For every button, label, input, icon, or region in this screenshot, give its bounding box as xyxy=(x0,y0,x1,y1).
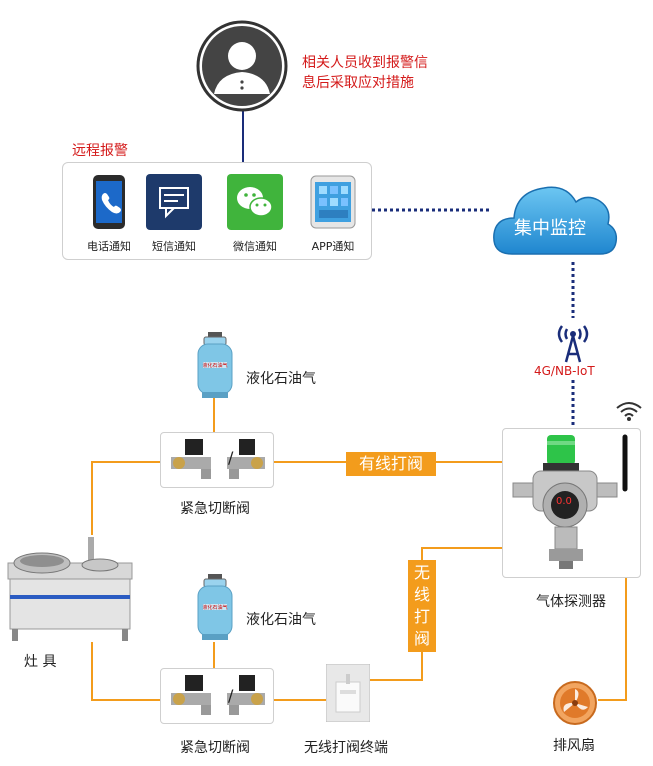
svg-text:液化石油气: 液化石油气 xyxy=(202,362,227,369)
fan-label: 排风扇 xyxy=(553,738,595,754)
wireless-valve-line xyxy=(370,547,502,681)
wireless-valve-char-2: 线 xyxy=(413,585,430,604)
wireless-valve-char-1: 无 xyxy=(413,563,430,582)
sms-icon xyxy=(146,174,202,230)
remote-alarm-panel: 电话通知 短信通知 微信通知 xyxy=(62,162,372,260)
valve-label-top: 紧急切断阀 xyxy=(180,501,250,517)
wireless-valve-tag: 无 线 打 阀 xyxy=(408,560,436,652)
notify-label-phone: 电话通知 xyxy=(87,240,131,253)
person-note-line-1: 相关人员收到报警信 xyxy=(302,55,428,71)
detector-display-value: 0.0 xyxy=(556,496,572,507)
wifi-icon xyxy=(614,400,644,422)
valve-separator-bottom: / xyxy=(228,686,234,705)
wired-valve-tag: 有线打阀 xyxy=(346,452,436,476)
notify-label-app: APP通知 xyxy=(311,240,355,253)
stove-icon xyxy=(4,535,136,643)
lpg-label-bottom: 液化石油气 xyxy=(246,612,316,628)
cloud-label: 集中监控 xyxy=(514,218,586,239)
person-avatar xyxy=(196,20,288,112)
stove-label: 灶 具 xyxy=(24,654,57,670)
antenna-icon xyxy=(552,318,594,364)
detector-label: 气体探测器 xyxy=(536,594,606,610)
lpg-cylinder-icon-bottom: 液化石油气 xyxy=(194,574,236,642)
emergency-valve-box-bottom xyxy=(160,668,274,724)
wireless-terminal-label: 无线打阀终端 xyxy=(304,740,388,756)
exhaust-fan-icon xyxy=(552,680,598,726)
wireless-valve-char-4: 阀 xyxy=(413,629,430,648)
detector-fan-line xyxy=(598,576,627,701)
valve-label-bottom: 紧急切断阀 xyxy=(180,740,250,756)
cloud-icon xyxy=(490,172,620,264)
valve-separator-top: / xyxy=(228,448,234,467)
remote-alarm-title: 远程报警 xyxy=(72,143,128,159)
gas-detector-box xyxy=(502,428,641,578)
svg-text:液化石油气: 液化石油气 xyxy=(202,604,227,611)
stove-valve-line-top xyxy=(91,461,160,535)
stove-valve-line-bottom xyxy=(91,642,160,701)
emergency-valve-box-top xyxy=(160,432,274,488)
lpg-label-top: 液化石油气 xyxy=(246,371,316,387)
wechat-icon xyxy=(227,174,283,230)
phone-icon xyxy=(81,174,137,230)
wireless-valve-char-3: 打 xyxy=(413,607,430,626)
lpg-cylinder-icon-top: 液化石油气 xyxy=(194,332,236,400)
person-note-line-2: 息后采取应对措施 xyxy=(302,75,414,91)
notify-label-wechat: 微信通知 xyxy=(233,240,277,253)
notify-label-sms: 短信通知 xyxy=(152,240,196,253)
app-icon xyxy=(305,174,361,230)
network-label: 4G/NB-IoT xyxy=(534,364,595,378)
wireless-terminal-icon xyxy=(325,663,371,723)
